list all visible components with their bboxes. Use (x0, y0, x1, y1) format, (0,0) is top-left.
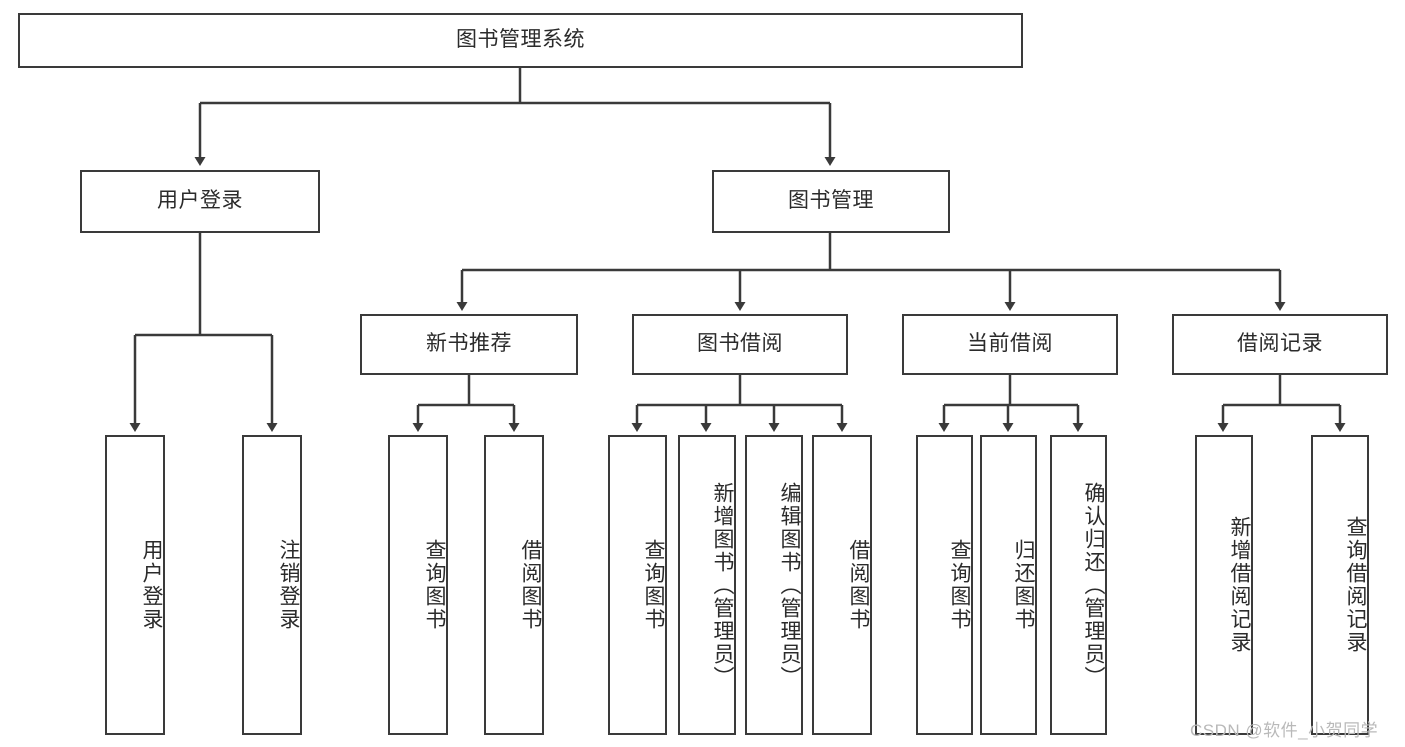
leaf-book-borrow-edit-book-admin[interactable]: 编辑图书（管理员） (745, 435, 803, 735)
node-user-login[interactable]: 用户登录 (80, 170, 320, 233)
leaf-user-login-login[interactable]: 用户登录 (105, 435, 165, 735)
leaf-new-book-borrow-book[interactable]: 借阅图书 (484, 435, 544, 735)
leaf-borrow-record-add-record[interactable]: 新增借阅记录 (1195, 435, 1253, 735)
node-book-borrow[interactable]: 图书借阅 (632, 314, 848, 375)
node-current-borrow[interactable]: 当前借阅 (902, 314, 1118, 375)
leaf-book-borrow-query-book[interactable]: 查询图书 (608, 435, 667, 735)
node-label: 注销登录 (277, 539, 300, 631)
node-label: 借阅图书 (847, 539, 870, 631)
node-label: 用户登录 (157, 189, 243, 213)
leaf-current-borrow-confirm-return-admin[interactable]: 确认归还（管理员） (1050, 435, 1107, 735)
leaf-current-borrow-query-book[interactable]: 查询图书 (916, 435, 973, 735)
node-label: 查询图书 (423, 539, 446, 631)
node-label: 新增借阅记录 (1228, 516, 1251, 654)
leaf-current-borrow-return-book[interactable]: 归还图书 (980, 435, 1037, 735)
leaf-new-book-query-book[interactable]: 查询图书 (388, 435, 448, 735)
leaf-book-borrow-borrow-book[interactable]: 借阅图书 (812, 435, 872, 735)
node-label: 查询图书 (948, 539, 971, 631)
leaf-book-borrow-add-book-admin[interactable]: 新增图书（管理员） (678, 435, 736, 735)
leaf-user-login-logout[interactable]: 注销登录 (242, 435, 302, 735)
node-label: 新书推荐 (426, 332, 512, 356)
node-label: 图书管理系统 (456, 28, 585, 52)
node-label: 当前借阅 (967, 332, 1053, 356)
node-label: 用户登录 (140, 539, 163, 631)
node-borrow-record[interactable]: 借阅记录 (1172, 314, 1388, 375)
node-label: 图书借阅 (697, 332, 783, 356)
node-new-book-recommend[interactable]: 新书推荐 (360, 314, 578, 375)
leaf-borrow-record-query-record[interactable]: 查询借阅记录 (1311, 435, 1369, 735)
node-label: 归还图书 (1012, 539, 1035, 631)
node-label: 图书管理 (788, 189, 874, 213)
node-label: 查询图书 (642, 539, 665, 631)
node-book-management[interactable]: 图书管理 (712, 170, 950, 233)
node-label: 新增图书（管理员） (711, 481, 734, 689)
csdn-watermark: CSDN @软件_小贺同学 (1190, 721, 1379, 740)
node-label: 编辑图书（管理员） (778, 481, 801, 689)
node-label: 借阅图书 (519, 539, 542, 631)
node-label: 确认归还（管理员） (1082, 481, 1105, 689)
node-label: 借阅记录 (1237, 332, 1323, 356)
node-label: 查询借阅记录 (1344, 516, 1367, 654)
node-root-book-management-system[interactable]: 图书管理系统 (18, 13, 1023, 68)
